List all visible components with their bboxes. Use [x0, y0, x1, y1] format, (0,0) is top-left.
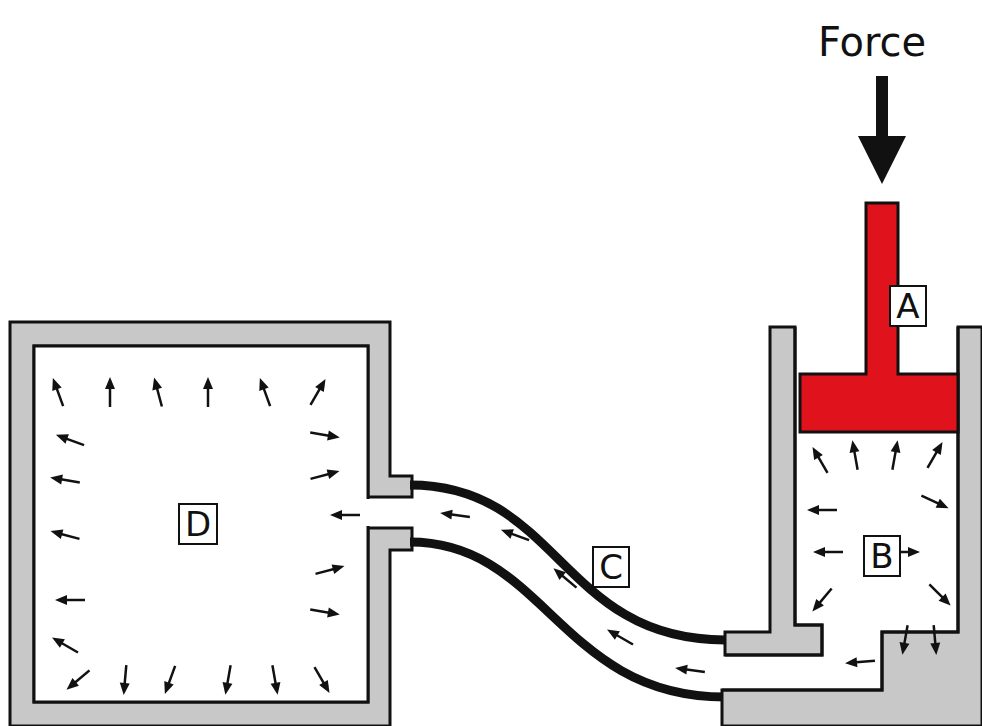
tank-wall — [10, 322, 412, 726]
arrow-head — [891, 440, 901, 453]
arrow-head — [152, 378, 162, 391]
arrow-head — [813, 547, 825, 557]
arrow-head — [675, 665, 688, 675]
arrow-head — [812, 599, 824, 611]
arrow-head — [52, 638, 65, 648]
arrow-head — [164, 681, 173, 694]
arrow-head — [936, 499, 949, 509]
arrow-head — [120, 683, 130, 695]
arrow-head — [900, 642, 910, 655]
force-arrow — [876, 76, 888, 160]
callout-letter: C — [592, 546, 630, 588]
arrow-head — [319, 680, 329, 693]
arrow-head — [56, 434, 69, 443]
arrow-head — [271, 682, 281, 695]
arrow-head — [327, 469, 340, 479]
pipe-wall — [410, 485, 725, 640]
callout-letter: B — [863, 535, 900, 577]
arrow-head — [55, 595, 67, 605]
arrow-head — [259, 378, 268, 391]
arrow-head — [327, 431, 340, 441]
arrow-head — [939, 594, 951, 606]
pressure-arrows — [50, 377, 950, 695]
arrow-head — [845, 657, 857, 667]
arrow-head — [50, 475, 63, 485]
arrow-head — [315, 379, 325, 392]
arrow-head — [813, 447, 823, 460]
arrow-head — [67, 678, 79, 690]
arrow-head — [223, 682, 233, 695]
force-label: Force — [818, 22, 926, 62]
arrow-head — [52, 378, 61, 391]
arrow-head — [807, 505, 819, 515]
piston — [800, 203, 958, 432]
callout-letter: A — [889, 285, 926, 327]
arrow-head — [908, 547, 920, 557]
pipe-wall — [410, 542, 725, 697]
arrow-head — [850, 440, 860, 453]
arrow-head — [607, 630, 620, 640]
arrow-head — [932, 442, 942, 455]
arrow-head — [203, 377, 213, 389]
tank-chamber — [34, 346, 368, 702]
arrow-head — [327, 608, 340, 618]
arrow-head — [330, 510, 342, 520]
arrow-head — [440, 510, 453, 520]
arrow-head — [501, 529, 514, 538]
arrow-head — [105, 377, 115, 389]
arrow-head — [332, 564, 345, 574]
arrow-head — [930, 643, 940, 655]
tank-port — [364, 499, 374, 526]
arrow-head — [51, 529, 64, 539]
callout-letter: D — [178, 503, 218, 545]
arrow-head — [554, 568, 566, 580]
